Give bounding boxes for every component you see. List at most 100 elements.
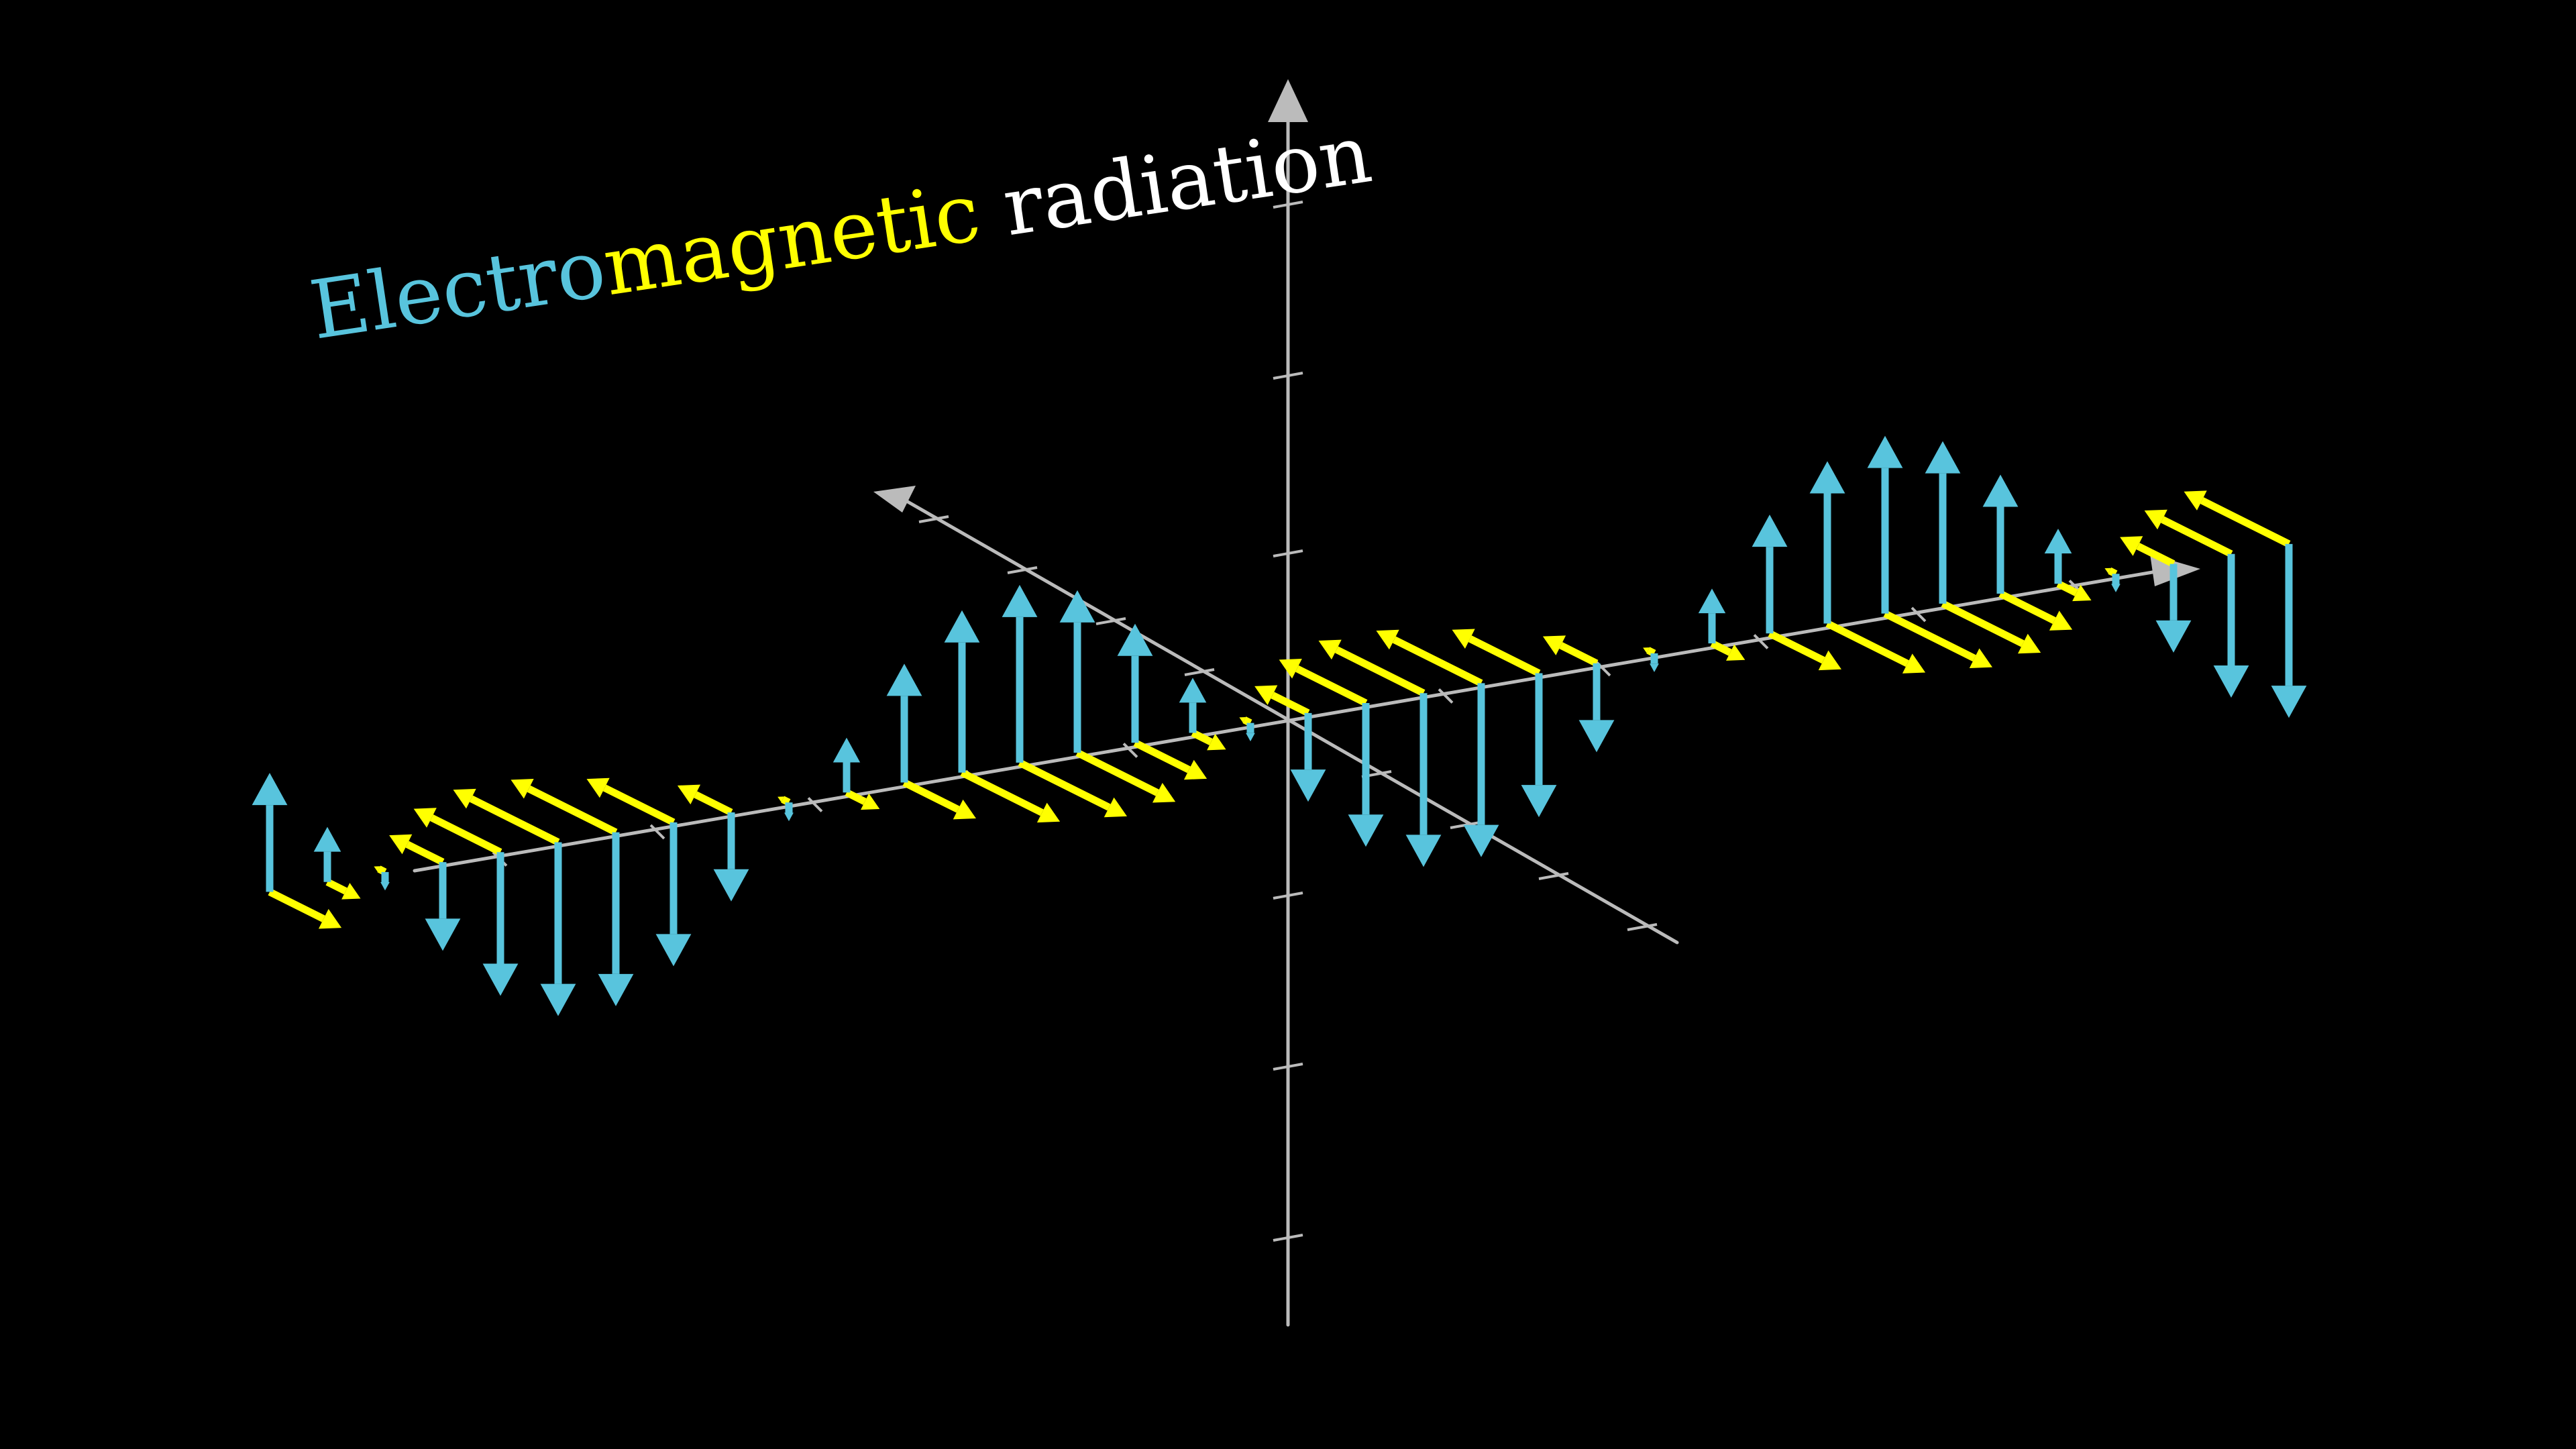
electric-vector xyxy=(598,832,634,1006)
depth-axis-tick xyxy=(918,515,949,523)
electric-vector-head xyxy=(482,963,519,996)
magnetic-vector-shaft xyxy=(430,814,502,856)
depth-axis-tick xyxy=(1007,566,1038,574)
magnetic-vector xyxy=(1542,635,1599,667)
electric-vector-head xyxy=(1246,733,1255,742)
propagation-axis-tick xyxy=(1122,743,1138,758)
electric-vector-head xyxy=(1117,623,1153,656)
propagation-axis-tick xyxy=(1753,634,1769,649)
electric-vector xyxy=(1578,663,1615,753)
electric-vector-head xyxy=(2213,665,2249,698)
em-wave-vectors xyxy=(252,435,2307,1016)
magnetic-vector-shaft xyxy=(1271,692,1310,716)
magnetic-vector-shaft xyxy=(405,841,445,866)
electric-vector xyxy=(1463,683,1499,857)
magnetic-vector-shaft xyxy=(2136,543,2176,568)
electric-vector xyxy=(1809,461,1845,624)
vertical-axis-tick xyxy=(1273,892,1303,900)
magnetic-vector-head xyxy=(2120,536,2143,556)
propagation-axis-tick xyxy=(807,797,823,812)
electric-vector-head xyxy=(425,918,461,951)
electric-vector-head xyxy=(1002,584,1038,617)
electric-vector xyxy=(713,812,749,902)
magnetic-vector-head xyxy=(341,883,361,900)
electric-vector-head xyxy=(2271,686,2307,718)
magnetic-vector-shaft xyxy=(1191,729,1213,746)
electric-vector xyxy=(540,842,576,1016)
magnetic-vector-shaft xyxy=(1559,642,1599,667)
magnetic-vector-shaft xyxy=(1710,640,1732,656)
electric-vector-head xyxy=(784,812,794,822)
magnetic-vector-head xyxy=(1207,733,1226,751)
electric-vector-head xyxy=(1925,441,1961,474)
magnetic-vector-shaft xyxy=(1242,716,1252,727)
magnetic-vector-shaft xyxy=(377,865,387,875)
magnetic-vector xyxy=(1254,685,1310,716)
depth-axis-tick xyxy=(1184,668,1215,676)
electric-vector xyxy=(425,862,461,951)
magnetic-vector-shaft xyxy=(1825,620,1909,667)
magnetic-vector xyxy=(1452,629,1541,677)
magnetic-vector-head xyxy=(2104,568,2111,574)
magnetic-vector-head xyxy=(1902,653,1926,674)
electric-vector-head xyxy=(1463,824,1499,857)
magnetic-vector xyxy=(1643,647,1656,657)
magnetic-vector xyxy=(1710,640,1746,661)
magnetic-vector-head xyxy=(1239,716,1246,723)
magnetic-vector xyxy=(453,788,560,846)
electric-vector-head xyxy=(1698,588,1726,614)
magnetic-vector xyxy=(2120,536,2176,568)
vertical-axis-arrowhead xyxy=(1268,79,1308,122)
magnetic-vector-head xyxy=(511,779,534,799)
magnetic-vector-shaft xyxy=(1883,610,1976,662)
electric-vector xyxy=(655,822,692,967)
magnetic-vector xyxy=(1941,600,2041,654)
magnetic-vector-head xyxy=(2144,509,2167,530)
vertical-axis-tick xyxy=(1273,1063,1303,1071)
electric-vector-head xyxy=(540,983,576,1016)
magnetic-vector xyxy=(1998,590,2073,631)
magnetic-vector-head xyxy=(1969,648,1992,668)
electric-vector xyxy=(1117,623,1153,743)
electric-vector xyxy=(1002,584,1038,763)
magnetic-vector-head xyxy=(2072,584,2092,602)
magnetic-vector-shaft xyxy=(469,795,560,846)
magnetic-vector xyxy=(845,789,880,810)
magnetic-vector xyxy=(1318,639,1426,697)
electric-vector-head xyxy=(1179,678,1207,703)
electric-vector-head xyxy=(313,826,341,852)
magnetic-vector xyxy=(960,769,1061,823)
depth-axis-tick xyxy=(1538,872,1569,880)
electric-vector-head xyxy=(380,882,390,891)
electric-vector-head xyxy=(1405,835,1442,867)
magnetic-vector xyxy=(1239,716,1252,727)
electric-vector xyxy=(1521,673,1557,818)
magnetic-vector-shaft xyxy=(1133,739,1191,773)
electric-vector xyxy=(1179,678,1207,733)
magnetic-vector-head xyxy=(953,799,976,820)
magnetic-vector xyxy=(677,784,733,816)
electric-vector xyxy=(1698,588,1726,644)
electric-vector xyxy=(784,802,794,822)
electric-vector xyxy=(1752,515,1788,634)
electric-vector xyxy=(1982,474,2019,594)
magnetic-vector-head xyxy=(1254,685,1278,706)
magnetic-vector-shaft xyxy=(1295,665,1368,706)
magnetic-vector xyxy=(325,878,361,900)
magnetic-vector xyxy=(268,888,342,929)
electric-vector-head xyxy=(2155,620,2192,653)
electric-vector xyxy=(944,610,980,773)
magnetic-vector-shaft xyxy=(527,785,618,836)
electric-vector-head xyxy=(2044,529,2072,554)
magnetic-vector-head xyxy=(677,784,701,805)
magnetic-vector-head xyxy=(1279,658,1302,679)
magnetic-vector xyxy=(389,834,445,866)
magnetic-vector-head xyxy=(586,777,610,798)
electric-vector-head xyxy=(1059,590,1095,623)
magnetic-vector-shaft xyxy=(602,784,676,826)
electric-vector-head xyxy=(1578,720,1615,753)
magnetic-vector xyxy=(2104,567,2118,578)
electric-vector-head xyxy=(598,973,634,1006)
electric-vector-head xyxy=(833,737,861,763)
magnetic-vector xyxy=(1018,759,1127,818)
